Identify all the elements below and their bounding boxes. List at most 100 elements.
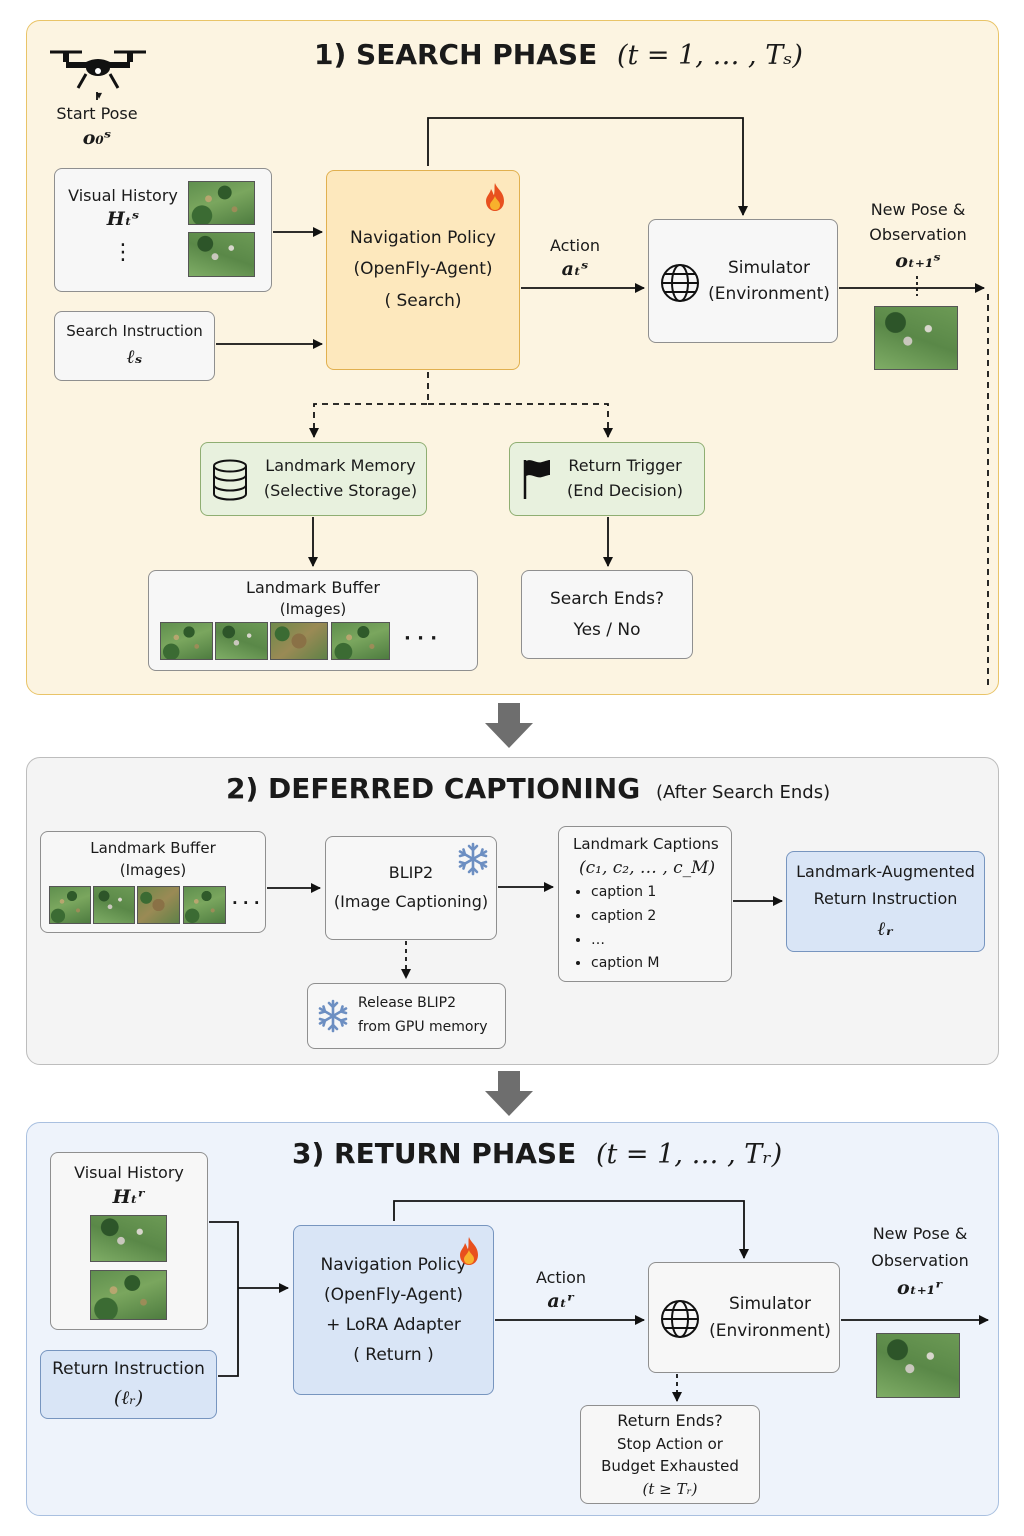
- action-return-label: Action: [535, 1268, 587, 1287]
- release-blip2-box: Release BLIP2 from GPU memory: [307, 983, 506, 1049]
- policy-return-line2: (OpenFly-Agent): [323, 1284, 463, 1305]
- release-line1: Release BLIP2: [358, 995, 457, 1012]
- blip2-line2: (Image Captioning): [333, 892, 489, 911]
- policy-to-trigger-dashed: [428, 403, 613, 438]
- flag-icon: [523, 460, 550, 499]
- simulator-return-box: Simulator (Environment): [648, 1262, 840, 1373]
- search-instruction-label: Search Instruction: [66, 321, 203, 340]
- deferred-captioning-title: 2) DEFERRED CAPTIONING (After Search End…: [226, 772, 831, 805]
- deferred-captioning-subtitle: (After Search Ends): [655, 782, 831, 803]
- phase-transition-arrow-2: [485, 1071, 533, 1116]
- new-observation-return-image: [876, 1333, 960, 1398]
- landmark-memory-line2: (Selective Storage): [263, 481, 418, 500]
- snowflake-icon: [458, 842, 488, 876]
- new-observation-search-image: [874, 306, 958, 370]
- caption-list: caption 1 caption 2 … caption M: [573, 881, 660, 976]
- policy-search-line1: Navigation Policy: [350, 227, 496, 248]
- new-pose-return-label: New Pose & Observation: [860, 1220, 980, 1274]
- visual-history-symbol: Hₜˢ: [106, 208, 140, 230]
- landmark-captions-title: Landmark Captions: [573, 835, 719, 853]
- caption-buffer-image-1: [49, 886, 91, 924]
- search-phase-title: 1) SEARCH PHASE (t = 1, … , Tₛ): [314, 38, 803, 71]
- caption-buffer-ellipsis: · · ·: [232, 894, 260, 912]
- feedback-loop-arrow: [427, 117, 748, 216]
- augmented-line1: Landmark-Augmented: [796, 862, 975, 882]
- return-trigger-line1: Return Trigger: [568, 456, 682, 476]
- globe-icon: [661, 264, 699, 302]
- policy-to-memory-dashed: [309, 372, 429, 438]
- caption-item: caption 2: [591, 905, 660, 929]
- history-image-2: [188, 232, 255, 277]
- simulator-search-box: Simulator (Environment): [648, 219, 838, 343]
- start-pose-label: Start Pose: [56, 104, 138, 123]
- return-ends-line1: Return Ends?: [617, 1410, 723, 1430]
- policy-return-line3: + LoRA Adapter: [326, 1315, 461, 1335]
- new-pose-return-line1: New Pose &: [872, 1224, 968, 1243]
- phase-transition-arrow-1: [485, 703, 533, 748]
- augmented-symbol: ℓᵣ: [877, 917, 894, 940]
- return-instruction-label: Return Instruction: [52, 1358, 205, 1379]
- history-image-1: [188, 181, 255, 225]
- return-visual-history-label: Visual History: [74, 1163, 184, 1182]
- fire-icon: [486, 183, 504, 211]
- action-search-label: Action: [549, 236, 601, 255]
- fire-icon: [460, 1237, 478, 1265]
- new-pose-search-label: New Pose & Observation: [858, 198, 978, 248]
- release-line2: from GPU memory: [358, 1019, 488, 1035]
- policy-return-line1: Navigation Policy: [320, 1254, 467, 1275]
- visual-history-label: Visual History: [68, 186, 178, 205]
- drone-icon: [50, 50, 146, 89]
- simulator-search-line2: (Environment): [708, 284, 830, 304]
- simulator-search-line1: Simulator: [727, 257, 811, 278]
- landmark-buffer-search-line2: (Images): [279, 600, 347, 619]
- blip2-box: BLIP2 (Image Captioning): [325, 836, 497, 940]
- caption-buffer-image-3: [137, 886, 180, 924]
- visual-history-ellipsis: ⋮: [112, 240, 134, 265]
- augmented-line2: Return Instruction: [813, 889, 958, 909]
- landmark-captions-symbol: (c₁, c₂, … , c_M): [579, 857, 716, 878]
- return-instruction-symbol: (ℓᵣ): [113, 1386, 144, 1409]
- landmark-augmented-box: Landmark-Augmented Return Instruction ℓᵣ: [786, 851, 985, 952]
- buffer-image-1: [160, 622, 213, 660]
- caption-item: caption M: [591, 952, 660, 976]
- return-instruction-box: Return Instruction (ℓᵣ): [40, 1350, 217, 1419]
- policy-search-line2: (OpenFly-Agent): [353, 259, 493, 280]
- policy-search-line3: ( Search): [384, 290, 462, 311]
- inputs-bracket: [209, 1221, 239, 1377]
- landmark-captions-box: Landmark Captions (c₁, c₂, … , c_M) capt…: [558, 826, 732, 982]
- simulator-return-line2: (Environment): [709, 1320, 831, 1341]
- return-history-image-1: [90, 1215, 167, 1262]
- search-ends-line2: Yes / No: [573, 619, 641, 640]
- landmark-memory-line1: Landmark Memory: [265, 456, 416, 476]
- snowflake-icon: [318, 999, 348, 1033]
- return-ends-line2: Stop Action or: [617, 1434, 723, 1453]
- drone-down-arrow: ▾: [96, 88, 103, 102]
- return-phase-range: (t = 1, … , Tᵣ): [595, 1139, 783, 1170]
- action-return-symbol: aₜʳ: [547, 1290, 575, 1312]
- policy-return-line4: ( Return ): [353, 1345, 434, 1366]
- caption-buffer-image-4: [183, 886, 226, 924]
- caption-item: …: [591, 929, 660, 953]
- caption-buffer-image-2: [93, 886, 135, 924]
- search-ends-line1: Search Ends?: [550, 588, 664, 609]
- caption-item: caption 1: [591, 881, 660, 905]
- search-instruction-symbol: ℓₛ: [126, 345, 143, 368]
- blip2-line1: BLIP2: [388, 863, 434, 883]
- return-ends-box: Return Ends? Stop Action or Budget Exhau…: [580, 1405, 760, 1504]
- return-ends-line3: Budget Exhausted: [601, 1457, 739, 1476]
- new-pose-return-symbol: oₜ₊₁ʳ: [897, 1277, 943, 1299]
- return-ends-line4: (t ≥ Tᵣ): [642, 1479, 698, 1498]
- return-feedback-loop-arrow: [393, 1200, 749, 1259]
- action-search-symbol: aₜˢ: [561, 258, 589, 280]
- landmark-buffer-caption-line1: Landmark Buffer: [90, 839, 216, 857]
- new-pose-search-symbol: oₜ₊₁ˢ: [895, 250, 941, 272]
- simulator-return-line1: Simulator: [728, 1294, 812, 1315]
- return-trigger-box: Return Trigger (End Decision): [509, 442, 705, 516]
- landmark-buffer-search-line1: Landmark Buffer: [246, 578, 380, 597]
- search-ends-box: Search Ends? Yes / No: [521, 570, 693, 659]
- landmark-buffer-caption-line2: (Images): [119, 860, 187, 879]
- globe-icon: [661, 1300, 699, 1338]
- search-instruction-box: Search Instruction ℓₛ: [54, 311, 215, 381]
- return-history-image-2: [90, 1270, 167, 1320]
